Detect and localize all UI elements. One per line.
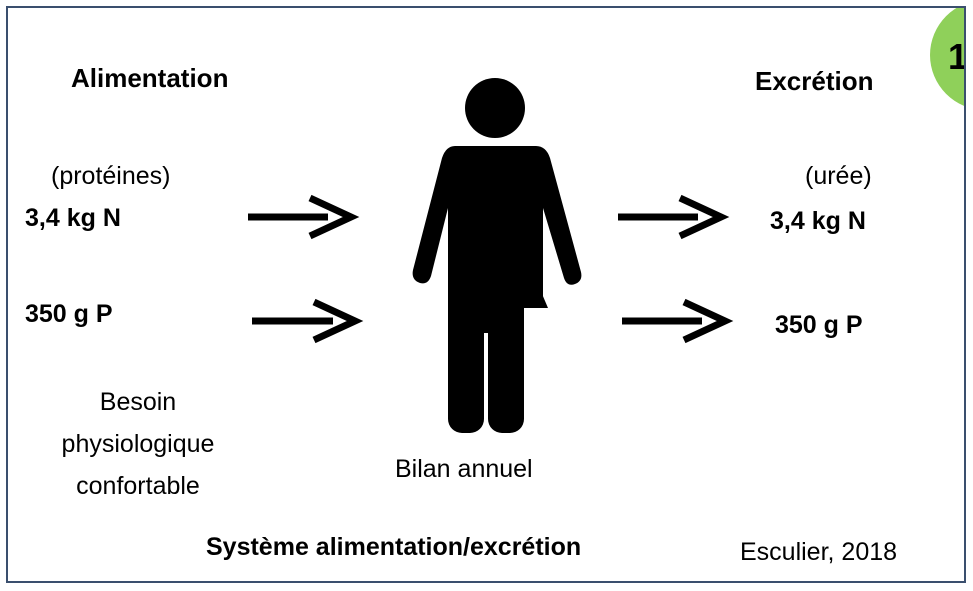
- person-icon: [412, 78, 582, 433]
- system-title: Système alimentation/excrétion: [206, 533, 582, 561]
- output-heading: Excrétion: [755, 66, 874, 96]
- output-phosphorus-value: 350 g P: [775, 311, 863, 339]
- output-nitrogen-note: (urée): [805, 162, 872, 190]
- diagram-graphics: [248, 78, 734, 433]
- annual-balance-caption: Bilan annuel: [395, 455, 533, 483]
- diagram-frame: 1: [6, 6, 966, 583]
- input-nitrogen-note: (protéines): [51, 162, 171, 190]
- input-phosphorus-value: 350 g P: [25, 300, 113, 328]
- input-arrow-nitrogen: [248, 194, 360, 240]
- input-nitrogen-value: 3,4 kg N: [25, 204, 121, 232]
- output-arrow-phosphorus: [622, 298, 734, 344]
- citation: Esculier, 2018: [740, 538, 898, 566]
- output-nitrogen-value: 3,4 kg N: [770, 207, 866, 235]
- need-line-1: Besoin: [99, 388, 177, 416]
- need-line-2: physiologique: [61, 430, 215, 458]
- output-arrow-nitrogen: [618, 194, 730, 240]
- slide-number: 1: [948, 36, 964, 78]
- need-line-3: confortable: [76, 472, 200, 500]
- input-arrow-phosphorus: [252, 298, 364, 344]
- input-heading: Alimentation: [71, 63, 229, 93]
